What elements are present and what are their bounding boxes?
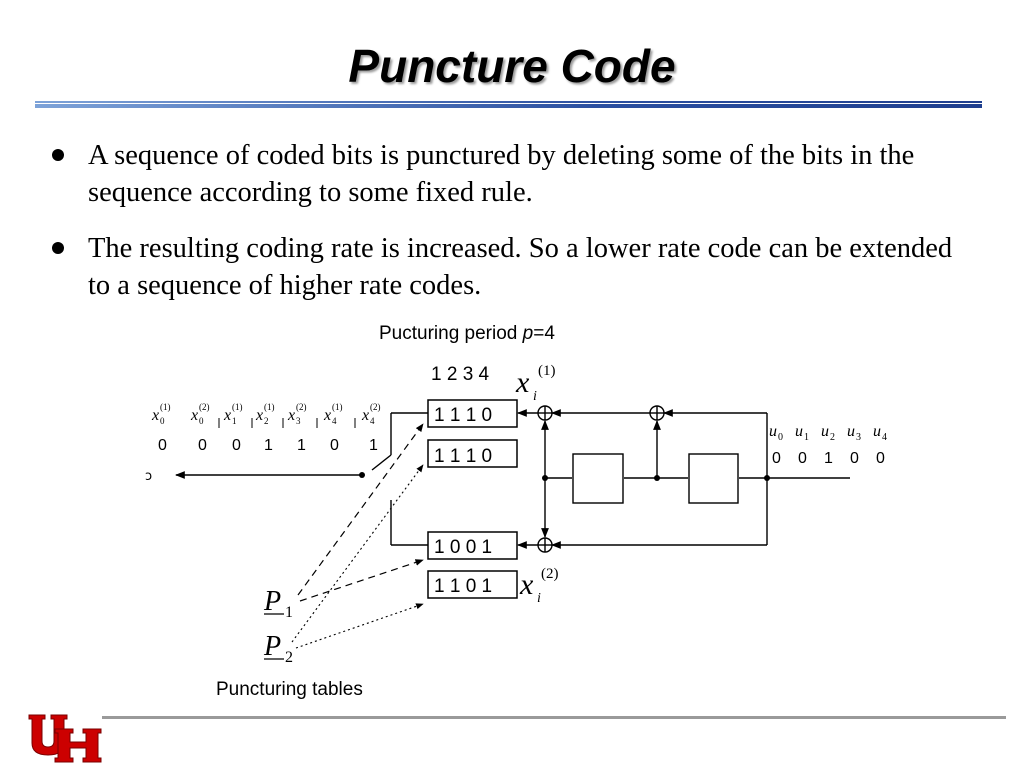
input-bit: 0 (798, 450, 807, 467)
register-boxes: 1 1 1 0 1 1 1 0 1 0 0 1 1 1 0 1 (427, 399, 518, 599)
input-bit: 1 (824, 450, 833, 467)
coded-bit: 0 (198, 437, 207, 454)
output-terminal-icon: ↄ (145, 469, 152, 484)
svg-text:0: 0 (199, 416, 204, 426)
svg-text:(1): (1) (264, 402, 275, 412)
svg-text:(2): (2) (199, 402, 210, 412)
svg-text:(1): (1) (538, 363, 556, 379)
coded-bit: 0 (232, 437, 241, 454)
svg-text:(2): (2) (541, 566, 559, 582)
svg-text:u: u (847, 423, 855, 440)
title-underline (35, 101, 982, 108)
register-value: 1 1 1 0 (434, 446, 492, 467)
bullet-text: A sequence of coded bits is punctured by… (88, 140, 915, 208)
svg-text:u: u (769, 423, 777, 440)
coded-bit: 0 (330, 437, 339, 454)
coded-bit: 1 (297, 437, 306, 454)
bullet-item: A sequence of coded bits is punctured by… (48, 137, 968, 211)
column-header: 1 2 3 4 (431, 364, 490, 385)
svg-text:P: P (263, 631, 281, 662)
svg-text:4: 4 (332, 416, 337, 426)
svg-text:x: x (323, 407, 331, 424)
output-label-1: x i (1) (515, 363, 556, 404)
svg-text:i: i (533, 389, 537, 404)
svg-text:i: i (537, 591, 541, 606)
svg-text:3: 3 (856, 432, 861, 443)
bullet-dot-icon (52, 149, 64, 161)
input-bit: 0 (876, 450, 885, 467)
table-label-p2: P 2 (263, 631, 293, 666)
svg-text:x: x (515, 366, 530, 399)
svg-text:x: x (287, 407, 295, 424)
svg-text:u: u (795, 423, 803, 440)
input-bit: 0 (772, 450, 781, 467)
register-value: 1 1 1 0 (434, 405, 492, 426)
svg-text:4: 4 (370, 416, 375, 426)
register-value: 1 0 0 1 (434, 537, 492, 558)
svg-text:x: x (151, 407, 159, 424)
p1-arrows (297, 423, 424, 602)
register-value: 1 1 0 1 (434, 576, 492, 597)
coded-bit: 0 (158, 437, 167, 454)
bullet-text: The resulting coding rate is increased. … (88, 233, 953, 301)
bullet-list: A sequence of coded bits is punctured by… (48, 137, 968, 323)
bullet-item: The resulting coding rate is increased. … (48, 230, 968, 304)
footer-rule (102, 716, 1006, 719)
coded-bit: 1 (369, 437, 378, 454)
svg-text:P: P (263, 586, 281, 617)
svg-text:x: x (519, 568, 534, 601)
svg-text:x: x (190, 407, 198, 424)
svg-text:(2): (2) (370, 402, 381, 412)
svg-text:1: 1 (804, 432, 809, 443)
svg-text:u: u (873, 423, 881, 440)
slide-title: Puncture Code (348, 40, 676, 92)
svg-text:2: 2 (264, 416, 269, 426)
svg-text:(1): (1) (232, 402, 243, 412)
svg-text:1: 1 (232, 416, 237, 426)
svg-text:2: 2 (830, 432, 835, 443)
svg-text:x: x (361, 407, 369, 424)
svg-text:0: 0 (778, 432, 783, 443)
svg-text:(1): (1) (160, 402, 171, 412)
encoder-circuit (175, 405, 850, 553)
input-bit: 0 (850, 450, 859, 467)
coded-bit: 1 (264, 437, 273, 454)
university-logo (28, 714, 102, 763)
svg-text:1: 1 (285, 604, 293, 621)
svg-text:4: 4 (882, 432, 887, 443)
svg-text:x: x (255, 407, 263, 424)
svg-text:(2): (2) (296, 402, 307, 412)
tables-label: Puncturing tables (216, 679, 363, 700)
output-label-2: x i (2) (519, 566, 559, 606)
sequence-separators (218, 418, 356, 428)
svg-text:(1): (1) (332, 402, 343, 412)
circuit-junction-dots (359, 472, 770, 481)
p2-arrows (291, 464, 424, 649)
table-label-p1: P 1 (263, 586, 293, 621)
period-label: Pucturing period p=4 (379, 323, 555, 344)
svg-text:u: u (821, 423, 829, 440)
bullet-dot-icon (52, 242, 64, 254)
svg-text:3: 3 (296, 416, 301, 426)
svg-text:0: 0 (160, 416, 165, 426)
svg-text:2: 2 (285, 649, 293, 666)
svg-text:x: x (223, 407, 231, 424)
